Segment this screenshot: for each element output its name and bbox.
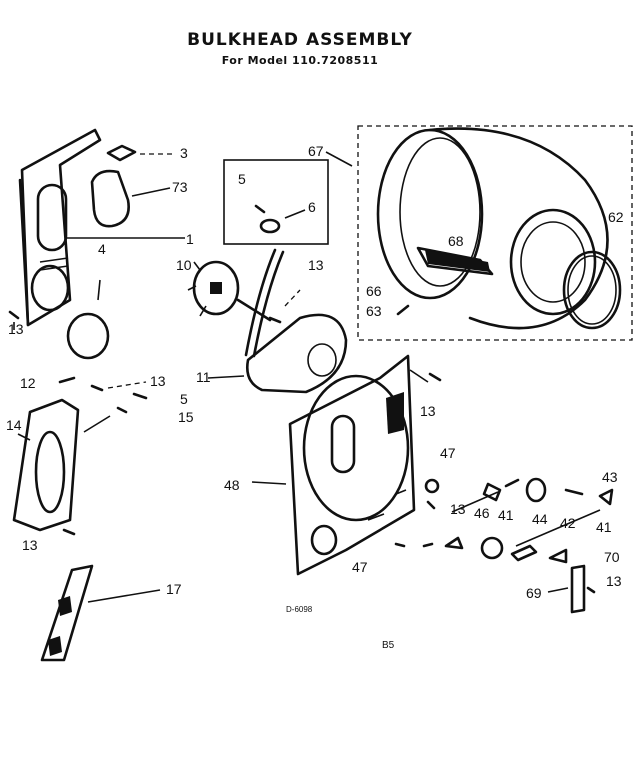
callout-14: 14 <box>6 417 22 433</box>
callout-13-pulley: 13 <box>450 501 466 517</box>
part-1-front-panel <box>18 128 102 327</box>
drive-belt <box>244 248 277 357</box>
callout-4: 4 <box>98 241 106 257</box>
callout-5-inset: 5 <box>238 171 246 187</box>
callout-68: 68 <box>448 233 464 249</box>
callout-6: 6 <box>308 199 316 215</box>
callout-labels: 3 73 1 4 13 5 6 10 13 67 62 68 66 63 12 … <box>6 143 624 601</box>
callout-67: 67 <box>308 143 324 159</box>
callout-17: 17 <box>166 581 182 597</box>
callout-62: 62 <box>608 209 624 225</box>
callout-46: 46 <box>474 505 490 521</box>
page-title: BULKHEAD ASSEMBLY <box>187 30 413 50</box>
page-number: B5 <box>382 640 395 651</box>
callout-13-bulkhead: 13 <box>420 403 436 419</box>
callout-66: 66 <box>366 283 382 299</box>
part-11-blower-housing <box>207 313 348 394</box>
callout-41-right: 41 <box>596 519 612 535</box>
callout-13-duct: 13 <box>22 537 38 553</box>
callout-13-right: 13 <box>606 573 622 589</box>
drum-assembly-67 <box>325 125 633 341</box>
callout-44: 44 <box>532 511 548 527</box>
callout-41-left: 41 <box>498 507 514 523</box>
callout-10: 10 <box>176 257 192 273</box>
callout-5-mid: 5 <box>180 391 188 407</box>
callout-73: 73 <box>172 179 188 195</box>
part-10-blower-wheel <box>187 260 272 322</box>
callout-70: 70 <box>604 549 620 565</box>
callout-13-housing: 13 <box>308 257 324 273</box>
part-48-rear-bulkhead <box>251 354 416 576</box>
callout-63: 63 <box>366 303 382 319</box>
part-69-70-bracket <box>547 564 596 614</box>
callout-48: 48 <box>224 477 240 493</box>
callout-42: 42 <box>560 515 576 531</box>
part-14-duct <box>12 398 80 532</box>
callout-69: 69 <box>526 585 542 601</box>
callout-47-upper: 47 <box>440 445 456 461</box>
screw-13-left <box>8 310 20 330</box>
page-subtitle: For Model 110.7208511 <box>221 54 379 67</box>
callout-13-mid: 13 <box>150 373 166 389</box>
part-3-clip <box>106 144 172 162</box>
callout-12: 12 <box>20 375 36 391</box>
callout-47-lower: 47 <box>352 559 368 575</box>
part-4-ring <box>66 279 110 360</box>
part-62-seal-ring <box>562 250 622 330</box>
idler-pulley-parts <box>394 477 614 564</box>
inset-box-5-6 <box>223 159 329 245</box>
callout-15: 15 <box>178 409 194 425</box>
part-17-bracket <box>40 564 161 662</box>
part-73-gasket <box>90 169 171 228</box>
drawing-code: D-6098 <box>286 605 313 614</box>
callout-11: 11 <box>196 369 211 385</box>
parts-12-15-5 <box>58 376 148 433</box>
callout-13-left: 13 <box>8 321 24 337</box>
callout-1: 1 <box>186 231 194 247</box>
callout-43: 43 <box>602 469 618 485</box>
callout-3: 3 <box>180 145 188 161</box>
